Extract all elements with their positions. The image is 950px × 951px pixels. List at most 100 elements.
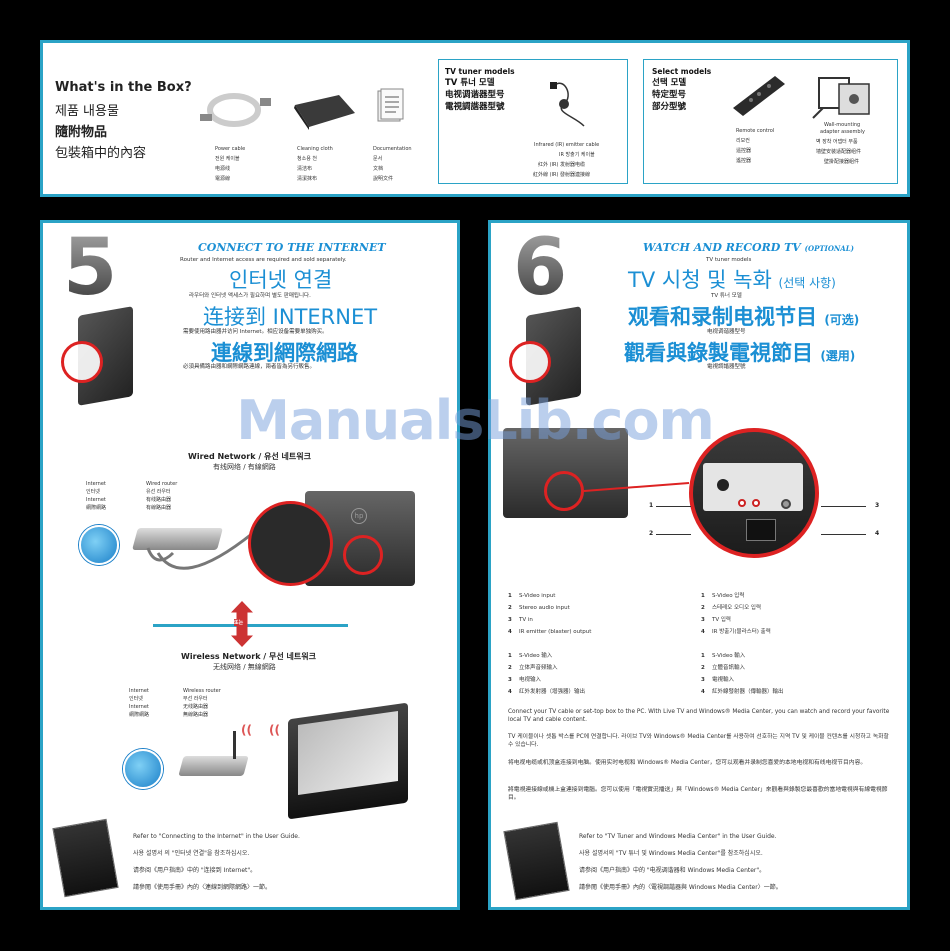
wifi-signal-icon-2: (( [269,723,280,737]
wall-en2: adapter assembly [820,129,865,135]
documentation-zh2: 說明文件 [373,176,394,182]
box-contents-panel: What's in the Box? 제품 내용물 隨附物品 包裝箱中的內容 P… [40,40,910,197]
step6-title-zh-tw: 觀看與錄製電視節目 (選用) [624,341,855,369]
port-ko-2: 스테레오 오디오 입력 [712,605,762,611]
ir-cable-zh1: 红外 (IR) 发射器电缆 [538,162,586,168]
select-h1: Select models [652,67,712,76]
port-zh-tw-num-3: 3 [701,677,705,683]
step6-ref-zh-tw: 請參閱《使用手冊》內的〈電視調諧器與 Windows Media Center〉… [579,884,782,891]
hp-logo-icon: hp [351,508,367,524]
port-callout-large [248,501,333,586]
wall-zh2: 壁掛配接器組件 [824,159,860,165]
step6-sub-zh-cn: 电视调谐器型号 [707,329,746,335]
port-zh-tw-4: 紅外線發射器（傳輸器）輸出 [712,689,784,695]
port-ko-num-1: 1 [701,593,705,599]
wired-title: Wired Network / 유선 네트워크 [188,452,311,461]
audio-port-right-icon [752,499,760,507]
select-models-box: Select models 선택 모델 特定型号 部分型號 Remote con… [643,59,898,184]
port-callout-small [343,535,383,575]
wall-en1: Wall-mounting [824,122,861,128]
wireless-internet-zh1: Internet [129,704,149,710]
box-title-zh-tw: 隨附物品 [55,125,108,140]
power-cable-zh2: 電源線 [215,176,231,182]
port-zh-cn-3: 电视输入 [519,677,542,683]
wall-ko: 벽 장착 어댑터 부품 [816,139,858,145]
step5-ref-zh-tw: 請參閱《使用手冊》內的〈連線到網際網路〉一節。 [133,884,272,891]
step6-sub-ko: TV 튜너 모델 [711,293,742,299]
internet-globe-icon [79,525,119,565]
port-zh-cn-num-2: 2 [508,665,512,671]
step6-sub-en: TV tuner models [706,257,752,263]
step5-title-zh-cn: 连接到 INTERNET [203,305,378,329]
wired-router-ko: 유선 라우터 [146,489,171,495]
callout-3: 3 [875,502,880,509]
tuner-h4: 電視調諧器型號 [445,102,505,112]
wireless-title: Wireless Network / 무선 네트워크 [181,652,316,661]
step5-panel: 5 CONNECT TO THE INTERNET Router and Int… [40,220,460,910]
router-antenna [233,731,236,759]
port-zh-cn-num-4: 4 [508,689,512,695]
user-guide-image [52,818,119,898]
watermark: ManualsLib.com [236,389,715,452]
port-zh-tw-1: S-Video 輸入 [712,653,746,659]
documentation-zh1: 文档 [373,166,384,172]
step6-title-zh-cn-opt: (可选) [824,313,860,327]
power-cable-ko: 전원 케이블 [215,156,240,162]
callout-line-1 [656,506,691,507]
wired-router-en: Wired router [146,481,178,487]
step6-ref-ko: 사용 설명서의 "TV 튜너 및 Windows Media Center"를 … [579,850,763,857]
ethernet-cable-image [146,531,254,570]
select-h4: 部分型號 [652,102,687,112]
wired-internet-zh1: Internet [86,497,106,503]
step6-title-zh-cn-main: 观看和录制电视节目 [628,305,817,329]
port-ko-num-3: 3 [701,617,705,623]
wireless-router-zh2: 無線路由器 [183,712,209,718]
step5-title-zh-tw: 連線到網際網路 [211,341,358,365]
step6-para-zh-tw: 將電視連接線或機上盒連接到電腦。您可以使用「電視實況播送」與「Windows® … [508,787,888,801]
power-cable-en: Power cable [215,146,246,152]
port-zh-tw-num-2: 2 [701,665,705,671]
wireless-internet-zh2: 網際網路 [129,712,150,718]
callout-line-3 [821,506,866,507]
wireless-sub: 无线网络 / 無線網路 [213,663,276,671]
remote-zh1: 遥控器 [736,148,752,154]
port-en-1: S-Video input [519,593,556,599]
cleaning-cloth-en: Cleaning cloth [297,146,333,152]
documentation-en: Documentation [373,146,412,152]
port-ko-num-4: 4 [701,629,705,635]
step6-ref-zh-cn: 请参阅《用户指南》中的 "电视调谐器和 Windows Media Center… [579,867,766,874]
cleaning-cloth-image [294,95,355,130]
step5-sub-ko: 라우터와 인터넷 액세스가 필요하며 별도 판매됩니다. [189,293,311,299]
step5-ref-ko: 사용 설명서 의 "인터넷 연결"을 참조하십시오. [133,850,250,857]
callout-line-2 [656,534,691,535]
callout-connector-line [584,482,690,492]
port-en-num-1: 1 [508,593,512,599]
step5-ref-zh-cn: 请参阅《用户指南》中的 "连接到 Internet"。 [133,867,257,874]
step6-para-en: Connect your TV cable or set-top box to … [508,709,890,723]
wired-router-zh2: 有線路由器 [146,505,172,511]
remote-zh2: 遙控器 [736,158,752,164]
step6-sub-zh-tw: 電視調諧器型號 [707,364,746,370]
cable-callout-circle [61,341,103,383]
tuner-h1: TV tuner models [445,67,515,76]
wireless-router-en: Wireless router [183,688,221,694]
wireless-router-zh1: 无线路由器 [183,704,209,710]
wireless-internet-en: Internet [129,688,149,694]
port-en-3: TV in [519,617,533,623]
power-cable-zh1: 电源线 [215,166,231,172]
wall-zh1: 墙壁安装适配器组件 [816,149,862,155]
power-socket-icon [746,519,776,541]
step6-title-zh-cn: 观看和录制电视节目 (可选) [628,305,859,333]
port-en-4: IR emitter (blaster) output [519,629,592,635]
step6-ref-en: Refer to "TV Tuner and Windows Media Cen… [579,833,777,840]
documentation-image [377,88,404,122]
select-h3: 特定型号 [652,90,687,100]
tuner-h2: TV 튜너 모델 [445,78,495,88]
step6-title-ko-opt: (선택 사항) [778,276,836,290]
port-en-2: Stereo audio input [519,605,570,611]
callout-2: 2 [649,530,654,537]
port-en-num-2: 2 [508,605,512,611]
tuner-h3: 电视调谐器型号 [445,90,505,100]
cable-callout-circle-6 [509,341,551,383]
step6-title-en: WATCH AND RECORD TV (OPTIONAL) [643,241,854,254]
